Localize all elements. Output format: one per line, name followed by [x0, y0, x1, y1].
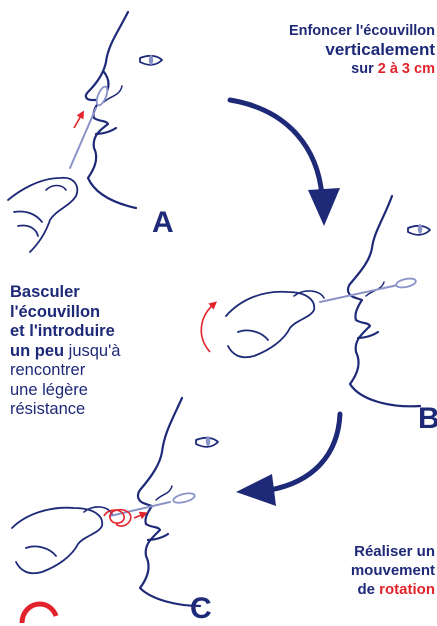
step-c-instruction: Réaliser un mouvement de rotation: [275, 542, 435, 599]
step-a-line2: verticalement: [195, 40, 435, 60]
swab-b-tip: [395, 277, 416, 289]
flow-arrow-b-to-c: [236, 414, 340, 506]
nostril-c: [156, 486, 172, 500]
push-arrow-a: [74, 114, 82, 128]
hand-a: [8, 178, 77, 252]
red-corner-mark: [22, 604, 56, 623]
panel-a-illustration: [8, 12, 162, 252]
hand-b: [226, 292, 314, 358]
lip-c-line: [148, 534, 168, 540]
swab-a-tip: [95, 85, 110, 107]
step-b-rest4: jusqu'à: [64, 342, 120, 360]
step-c-line2: mouvement: [275, 561, 435, 580]
finger-a: [46, 186, 66, 191]
step-c-line3: de rotation: [275, 580, 435, 599]
step-b-bold1: Basculer: [10, 283, 80, 301]
panel-label-a: A: [152, 206, 174, 240]
step-a-depth: 2 à 3 cm: [378, 61, 435, 77]
step-b-bold4: un peu: [10, 342, 64, 360]
step-b-bold3: et l'introduire: [10, 322, 115, 340]
step-c-line1: Réaliser un: [275, 542, 435, 561]
step-a-instruction: Enfoncer l'écouvillon verticalement sur …: [195, 22, 435, 78]
step-a-line3: sur 2 à 3 cm: [195, 60, 435, 78]
step-a-line3-prefix: sur: [351, 61, 378, 77]
face-a-profile: [86, 12, 136, 208]
hand-c: [12, 508, 102, 574]
step-b-line5: rencontrer: [10, 361, 190, 381]
swab-c-tip: [172, 491, 195, 504]
step-b-line7: résistance: [10, 400, 190, 420]
swab-a-stick: [70, 108, 96, 168]
panel-label-b: B: [418, 402, 437, 436]
step-b-bold2: l'écouvillon: [10, 303, 100, 321]
step-b-instruction: Basculer l'écouvillon et l'introduire un…: [10, 283, 190, 420]
tilt-arrow-b: [201, 304, 214, 352]
step-a-line1: Enfoncer l'écouvillon: [195, 22, 435, 40]
step-c-line3-prefix: de: [357, 581, 379, 598]
step-c-rotation: rotation: [379, 581, 435, 598]
panel-label-c: C: [190, 592, 212, 626]
flow-arrow-a-to-b: [230, 100, 340, 226]
step-b-line6: une légère: [10, 381, 190, 401]
